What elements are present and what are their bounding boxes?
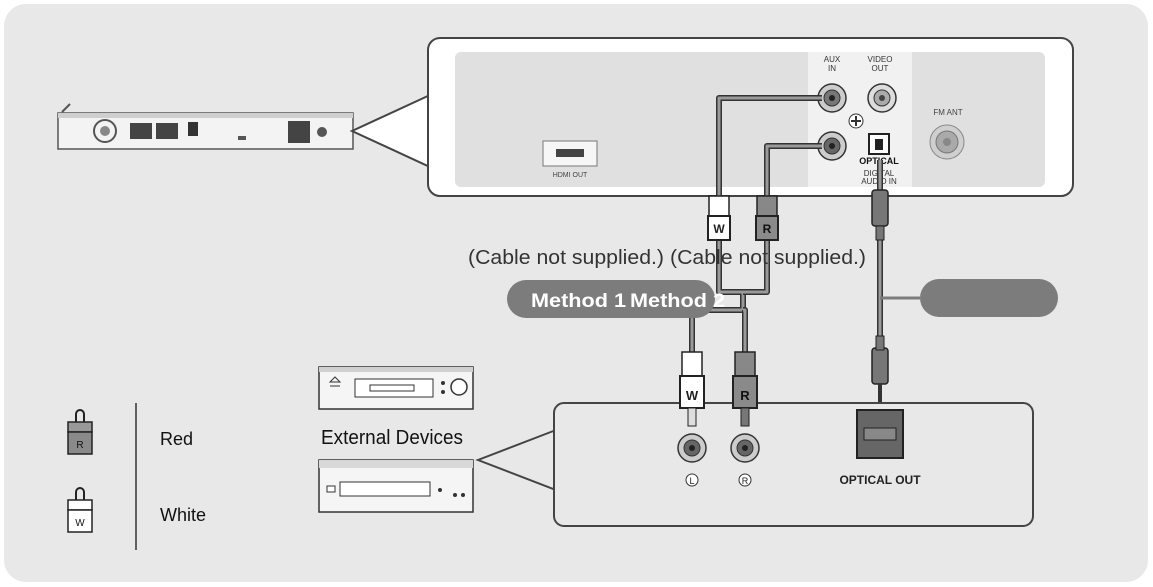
right-audio-out-jack xyxy=(730,433,760,463)
left-jack-label: L xyxy=(689,476,694,486)
cd-player-icon xyxy=(318,366,474,410)
aux-in-red-jack xyxy=(817,131,847,161)
red-plug-legend-icon xyxy=(67,409,93,455)
method-1-pill xyxy=(507,280,715,318)
red-plug-upper-label: R xyxy=(763,222,772,236)
white-plug-lower-label: W xyxy=(686,388,699,403)
red-legend-badge: R xyxy=(76,440,83,451)
video-out-jack xyxy=(867,83,897,113)
red-plug-upper-icon xyxy=(755,195,779,241)
fm-antenna-port-icon xyxy=(929,124,965,160)
fm-ant-label: FM ANT xyxy=(933,108,962,117)
white-plug-lower-icon xyxy=(679,351,705,427)
red-plug-lower-label: R xyxy=(740,388,750,403)
white-legend-label: White xyxy=(160,505,206,525)
optical-in-port xyxy=(868,133,890,155)
optical-out-port xyxy=(856,409,904,459)
white-legend-badge: W xyxy=(75,518,85,529)
white-plug-legend-icon xyxy=(67,487,93,533)
external-device-panel xyxy=(475,402,1034,527)
external-devices-label: External Devices xyxy=(321,427,463,449)
method-1-label: Method 1 xyxy=(531,291,626,312)
right-jack-badge xyxy=(738,473,752,487)
dvd-player-icon xyxy=(318,459,474,513)
optical-out-label: OPTICAL OUT xyxy=(839,473,921,487)
cable-note-1: (Cable not supplied.) xyxy=(468,247,664,269)
right-jack-label: R xyxy=(742,476,749,486)
aux-in-white-jack xyxy=(817,83,847,113)
unit-back-panel xyxy=(349,37,1074,197)
red-legend-label: Red xyxy=(160,429,193,449)
method-2-pill xyxy=(920,279,1058,317)
cable-note-2: (Cable not supplied.) xyxy=(670,247,866,269)
hdmi-out-port-icon xyxy=(542,140,598,167)
left-audio-out-jack xyxy=(677,433,707,463)
plus-sign-icon xyxy=(848,113,864,129)
method-2-label: Method 2 xyxy=(630,291,725,312)
white-plug-upper-label: W xyxy=(713,222,725,236)
red-plug-lower-icon xyxy=(732,351,758,427)
white-plug-upper-icon xyxy=(707,195,731,241)
optical-cable xyxy=(871,160,889,410)
left-jack-badge xyxy=(685,473,699,487)
hdmi-out-label: HDMI OUT xyxy=(553,172,588,179)
